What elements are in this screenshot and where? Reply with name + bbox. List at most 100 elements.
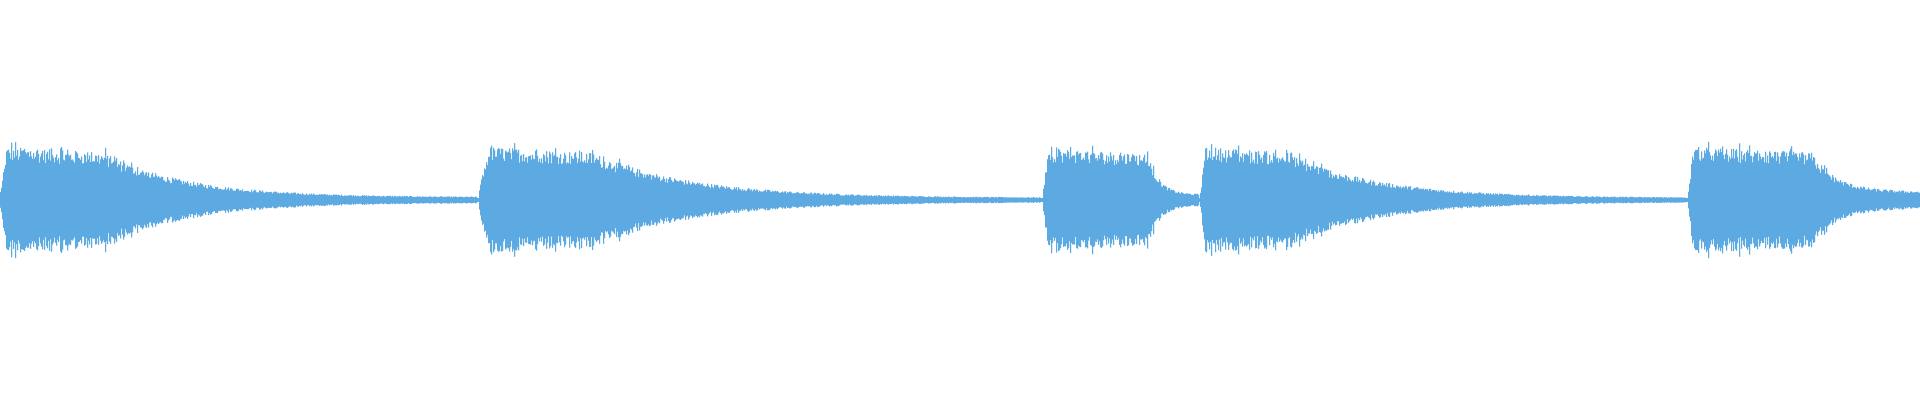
waveform-sample bbox=[1739, 143, 1741, 257]
waveform-sample bbox=[655, 177, 657, 223]
waveform-sample bbox=[116, 158, 118, 242]
waveform-sample bbox=[1745, 161, 1747, 239]
waveform-sample bbox=[1269, 154, 1271, 246]
waveform-sample bbox=[1008, 197, 1010, 203]
waveform-sample bbox=[1553, 195, 1555, 205]
waveform-sample bbox=[1638, 197, 1640, 203]
waveform-sample bbox=[690, 184, 692, 216]
waveform-sample bbox=[169, 181, 171, 219]
waveform-sample bbox=[126, 167, 128, 233]
waveform-sample bbox=[1614, 196, 1616, 204]
waveform-sample bbox=[1107, 162, 1109, 238]
waveform-sample bbox=[459, 196, 461, 204]
waveform-sample bbox=[553, 156, 555, 244]
waveform-sample bbox=[1444, 191, 1446, 209]
waveform-sample bbox=[1276, 158, 1278, 242]
waveform-sample bbox=[1494, 194, 1496, 206]
waveform-sample bbox=[1679, 197, 1681, 203]
waveform-sample bbox=[1065, 153, 1067, 247]
waveform-sample bbox=[1698, 147, 1700, 253]
waveform-sample bbox=[1633, 197, 1635, 203]
waveform-sample bbox=[1850, 183, 1852, 217]
waveform-sample bbox=[1201, 187, 1203, 213]
waveform-sample bbox=[1497, 193, 1499, 207]
waveform-sample bbox=[258, 192, 260, 208]
waveform-sample bbox=[1704, 150, 1706, 250]
waveform-sample bbox=[1646, 197, 1648, 203]
waveform-sample bbox=[884, 196, 886, 204]
waveform-sample bbox=[1405, 185, 1407, 215]
waveform-sample bbox=[46, 153, 48, 246]
waveform-sample bbox=[570, 163, 572, 237]
waveform-sample bbox=[301, 194, 303, 206]
waveform-sample bbox=[356, 196, 358, 204]
waveform-sample bbox=[1105, 160, 1107, 240]
waveform-sample bbox=[1618, 197, 1620, 203]
waveform-sample bbox=[404, 196, 406, 205]
waveform-sample bbox=[1715, 149, 1717, 251]
waveform-sample bbox=[1667, 197, 1669, 203]
waveform-sample bbox=[365, 195, 367, 205]
waveform-sample bbox=[192, 185, 194, 215]
waveform-sample bbox=[782, 191, 784, 209]
waveform-sample bbox=[1266, 151, 1268, 250]
waveform-sample bbox=[308, 195, 310, 205]
waveform-sample bbox=[1784, 151, 1786, 249]
waveform-sample bbox=[860, 195, 862, 205]
waveform-sample bbox=[1250, 163, 1252, 237]
waveform-sample bbox=[951, 197, 953, 203]
waveform-sample bbox=[1374, 182, 1376, 218]
waveform-sample bbox=[831, 193, 833, 207]
waveform-sample bbox=[1700, 160, 1702, 240]
waveform-sample bbox=[1423, 188, 1425, 212]
waveform-sample bbox=[1684, 197, 1686, 203]
waveform-sample bbox=[282, 193, 284, 207]
waveform-sample bbox=[216, 187, 218, 213]
waveform-sample bbox=[583, 162, 585, 238]
waveform-sample bbox=[1254, 163, 1256, 237]
waveform-sample bbox=[1148, 165, 1150, 235]
waveform-sample bbox=[1788, 156, 1790, 244]
waveform-sample bbox=[1674, 197, 1676, 203]
waveform-sample bbox=[678, 181, 680, 219]
waveform-sample bbox=[489, 156, 491, 244]
waveform-sample bbox=[1000, 197, 1002, 203]
waveform-sample bbox=[590, 153, 592, 247]
waveform-sample bbox=[377, 195, 379, 205]
waveform-sample bbox=[981, 197, 983, 203]
waveform-sample bbox=[675, 179, 677, 221]
waveform-sample bbox=[174, 180, 176, 220]
waveform-sample bbox=[1246, 153, 1248, 247]
waveform-sample bbox=[1072, 155, 1074, 245]
waveform-sample bbox=[171, 182, 173, 218]
waveform-sample bbox=[470, 196, 472, 204]
waveform-sample bbox=[770, 191, 772, 209]
waveform-sample bbox=[1306, 171, 1308, 229]
waveform-sample bbox=[1394, 187, 1396, 213]
waveform-sample bbox=[1696, 149, 1698, 251]
waveform-sample bbox=[1764, 162, 1766, 238]
waveform-sample bbox=[1409, 186, 1411, 214]
waveform-sample bbox=[1503, 195, 1505, 205]
waveform-sample bbox=[1123, 156, 1125, 244]
waveform-sample bbox=[1730, 159, 1732, 242]
waveform-sample bbox=[1523, 195, 1525, 205]
waveform-sample bbox=[744, 189, 746, 211]
waveform-sample bbox=[1372, 182, 1374, 218]
waveform-sample bbox=[823, 193, 825, 207]
waveform-sample bbox=[1887, 191, 1889, 209]
waveform-sample bbox=[1140, 160, 1142, 240]
waveform-sample bbox=[1239, 161, 1241, 239]
waveform-sample bbox=[1056, 147, 1058, 253]
waveform-sample bbox=[696, 183, 698, 217]
waveform-sample bbox=[302, 193, 304, 207]
waveform-sample bbox=[1289, 162, 1291, 237]
waveform-sample bbox=[111, 163, 113, 237]
waveform-sample bbox=[442, 196, 444, 204]
waveform-sample bbox=[1539, 196, 1541, 204]
waveform-sample bbox=[306, 193, 308, 207]
waveform-sample bbox=[1305, 158, 1307, 242]
waveform-sample bbox=[971, 197, 973, 204]
waveform-sample bbox=[877, 196, 879, 204]
waveform-sample bbox=[1118, 162, 1120, 238]
